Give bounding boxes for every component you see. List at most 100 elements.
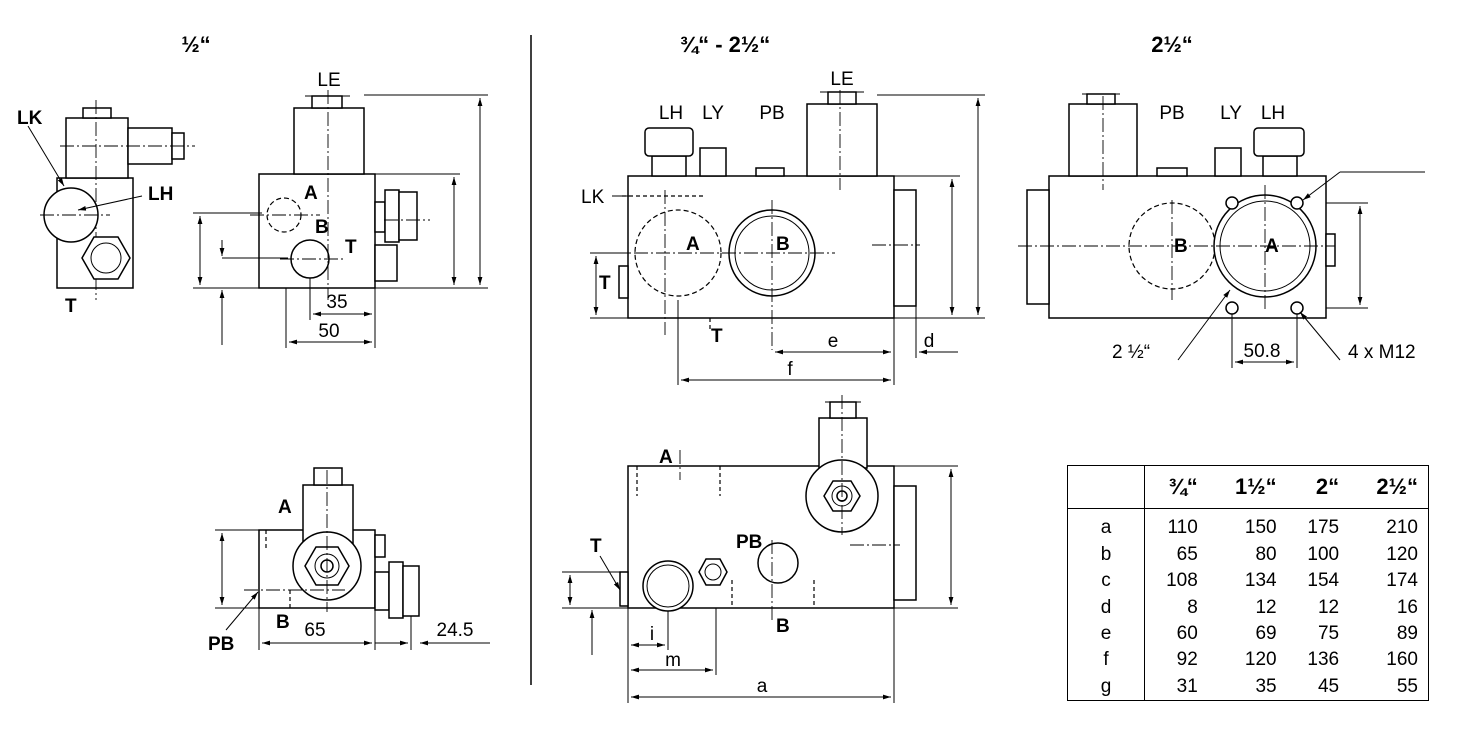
- table-cell: 120: [1244, 649, 1277, 671]
- table-row: a 110 150 175 210: [1068, 508, 1428, 542]
- table-cell: 160: [1386, 649, 1418, 671]
- label-t-half-side: T: [65, 296, 77, 317]
- label-4xm12: 4 x M12: [1348, 342, 1416, 363]
- dim-50: 50: [318, 321, 339, 342]
- dim-a: a: [757, 676, 768, 697]
- label-port-size: 2 ½“: [1112, 342, 1150, 363]
- label-b-mid-front: B: [776, 234, 790, 255]
- label-b-big: B: [1174, 236, 1188, 257]
- table-cell: 100: [1307, 543, 1340, 565]
- label-b-half-front: B: [315, 217, 329, 238]
- label-t-half-front: T: [345, 237, 357, 258]
- table-cell: 108: [1166, 570, 1198, 592]
- header-three-quarter-to-two-half: ¾“ - 2½“: [680, 32, 770, 57]
- table-cell: 35: [1255, 675, 1277, 697]
- table-row: b 65 80 100 120: [1068, 541, 1428, 568]
- table-row-label: a: [1068, 508, 1145, 542]
- table-cell: 120: [1386, 543, 1418, 565]
- table-cell: 8: [1187, 596, 1198, 618]
- label-pb-big: PB: [1159, 103, 1184, 124]
- table-cell: 110: [1167, 517, 1198, 539]
- table-cell: 174: [1386, 570, 1418, 592]
- dim-e: e: [828, 331, 839, 352]
- table-cell: 80: [1255, 543, 1277, 565]
- mid-bottom-view: A T PB B i m a: [562, 395, 958, 703]
- label-b-half-bottom: B: [276, 612, 290, 633]
- label-ly-big: LY: [1220, 103, 1242, 124]
- label-lk-half: LK: [17, 108, 43, 129]
- table-cell: 154: [1307, 570, 1340, 592]
- big-front-view: PB LY LH B A 2 ½“ 4 x M12 50.8: [1018, 93, 1425, 368]
- table-cell: 45: [1317, 675, 1340, 697]
- label-lh-mid: LH: [659, 103, 683, 124]
- table-header-row: ¾“ 1½“ 2“ 2½“: [1068, 466, 1428, 509]
- dim-65: 65: [304, 620, 325, 641]
- table-row-label: c: [1068, 567, 1145, 595]
- label-a-mid-front: A: [686, 234, 700, 255]
- table-cell: 55: [1396, 675, 1418, 697]
- label-ly-mid: LY: [702, 103, 724, 124]
- table-cell: 75: [1317, 622, 1340, 644]
- label-le-half: LE: [317, 70, 340, 91]
- table-cell: 89: [1396, 622, 1418, 644]
- half-front-view: LE A B T 35 50: [193, 70, 488, 348]
- label-pb-mid: PB: [759, 103, 784, 124]
- table-row-label: e: [1068, 620, 1145, 648]
- table-header-cell: 2½“: [1349, 466, 1428, 509]
- dim-35: 35: [326, 292, 347, 313]
- table-cell: 150: [1244, 517, 1277, 539]
- table-row-label: f: [1068, 647, 1145, 674]
- header-two-half-inch: 2½“: [1151, 32, 1193, 57]
- dim-m: m: [665, 650, 681, 671]
- table-row: d 8 12 12 16: [1068, 594, 1428, 621]
- label-a-half-front: A: [304, 183, 318, 204]
- dim-50-8: 50.8: [1244, 341, 1281, 362]
- table-header-cell: [1068, 466, 1145, 509]
- label-a-big: A: [1265, 236, 1279, 257]
- label-b-mid-bottom: B: [776, 616, 790, 637]
- label-a-half-bottom: A: [278, 497, 292, 518]
- label-t-mid-bottom: T: [590, 536, 602, 557]
- half-bottom-view: A B PB 65 24.5: [208, 467, 490, 655]
- dim-d: d: [924, 331, 935, 352]
- label-le-mid: LE: [830, 69, 853, 90]
- table-row: e 60 69 75 89: [1068, 620, 1428, 648]
- label-lh-big: LH: [1261, 103, 1285, 124]
- dim-i: i: [650, 624, 654, 645]
- table-row: f 92 120 136 160: [1068, 647, 1428, 674]
- half-side-view: LK LH T: [17, 100, 195, 317]
- label-t-mid-front-bottom: T: [711, 326, 723, 347]
- table-cell: 134: [1244, 570, 1277, 592]
- label-lh-half: LH: [148, 184, 173, 205]
- table-row: c 108 134 154 174: [1068, 567, 1428, 595]
- dim-24-5: 24.5: [437, 620, 474, 641]
- label-t-mid-front: T: [599, 273, 611, 294]
- table-header-cell: 1½“: [1207, 466, 1287, 509]
- table-row-label: b: [1068, 541, 1145, 568]
- label-a-mid-bottom: A: [659, 447, 673, 468]
- table-cell: 60: [1176, 622, 1198, 644]
- dimension-table: ¾“ 1½“ 2“ 2½“ a 110 150 175 210 b 65 80 …: [1067, 465, 1429, 701]
- table-row-label: d: [1068, 594, 1145, 621]
- label-pb-mid-bottom: PB: [736, 532, 762, 553]
- table-cell: 65: [1176, 543, 1198, 565]
- table-header-cell: ¾“: [1144, 466, 1208, 509]
- table-cell: 12: [1317, 596, 1340, 618]
- table-cell: 31: [1176, 675, 1198, 697]
- table-cell: 69: [1255, 622, 1277, 644]
- label-lk-mid: LK: [581, 187, 605, 208]
- label-pb-half-bottom: PB: [208, 634, 234, 655]
- table-row: g 31 35 45 55: [1068, 673, 1428, 700]
- header-half-inch: ½“: [181, 32, 210, 57]
- table-cell: 136: [1307, 649, 1340, 671]
- table-cell: 16: [1396, 596, 1418, 618]
- mid-front-view: LE LH LY PB LK A B T T e f d: [581, 69, 985, 385]
- table-cell: 175: [1307, 517, 1340, 539]
- table-cell: 12: [1255, 596, 1277, 618]
- table-header-cell: 2“: [1286, 466, 1350, 509]
- table-row-label: g: [1068, 673, 1145, 700]
- table-cell: 92: [1176, 649, 1198, 671]
- table-cell: 210: [1386, 517, 1418, 539]
- dim-f: f: [787, 359, 793, 380]
